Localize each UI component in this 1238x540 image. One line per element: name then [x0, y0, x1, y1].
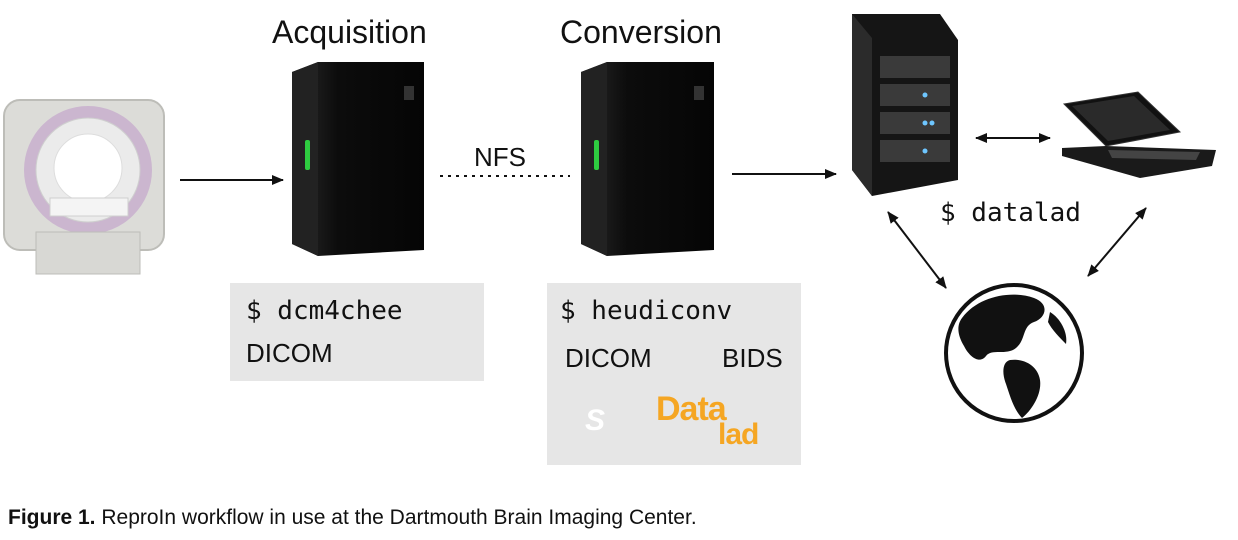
acquisition-title: Acquisition — [272, 14, 427, 50]
nfs-label: NFS — [474, 142, 526, 172]
datalad-logo-top: Data — [656, 390, 727, 428]
datalad-logo-bottom: lad — [718, 418, 759, 451]
conversion-title: Conversion — [560, 14, 722, 50]
globe-icon — [944, 283, 1084, 423]
arrow-rack-globe — [887, 211, 947, 289]
conversion-from-format: DICOM — [565, 343, 652, 373]
figure-caption-text: ReproIn workflow in use at the Dartmouth… — [95, 506, 697, 529]
acquisition-command: $ dcm4chee — [246, 296, 403, 326]
figure-caption-label: Figure 1. — [8, 506, 96, 529]
arrow-laptop-globe — [1087, 207, 1147, 277]
conversion-command: $ heudiconv — [560, 296, 733, 326]
server-tower-icon — [581, 62, 714, 256]
acquisition-info-box — [230, 283, 484, 381]
mri-scanner-icon — [3, 99, 165, 275]
singularity-letter: S — [585, 404, 606, 437]
figure-caption: Figure 1. ReproIn workflow in use at the… — [8, 506, 697, 530]
laptop-icon — [1062, 91, 1216, 178]
server-tower-icon — [292, 62, 424, 256]
datalad-command: $ datalad — [940, 198, 1081, 228]
server-rack-icon — [852, 14, 958, 196]
acquisition-format: DICOM — [246, 338, 333, 368]
conversion-to-format: BIDS — [722, 343, 783, 373]
conversion-info-box — [547, 283, 801, 465]
